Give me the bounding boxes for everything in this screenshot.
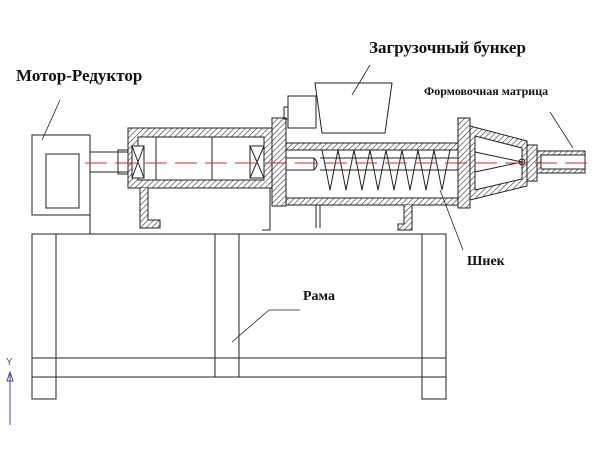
bearing-housing	[127, 127, 273, 231]
label-motor-reducer: Мотор-Редуктор	[16, 66, 143, 85]
label-hopper: Загрузочный бункер	[369, 38, 526, 57]
drive-shaft	[89, 151, 131, 173]
label-screw: Шнек	[467, 254, 505, 269]
gear-box	[287, 95, 317, 129]
y-axis-label: Y	[6, 357, 13, 368]
y-axis-indicator	[6, 370, 14, 425]
flange	[271, 117, 287, 207]
hopper	[314, 82, 393, 134]
label-frame: Рама	[303, 289, 335, 304]
motor-reducer	[31, 134, 91, 216]
auger-screw	[321, 149, 451, 191]
screw-barrel	[285, 142, 466, 231]
frame	[31, 215, 447, 400]
label-forming-die: Формовочная матрица	[424, 84, 549, 98]
